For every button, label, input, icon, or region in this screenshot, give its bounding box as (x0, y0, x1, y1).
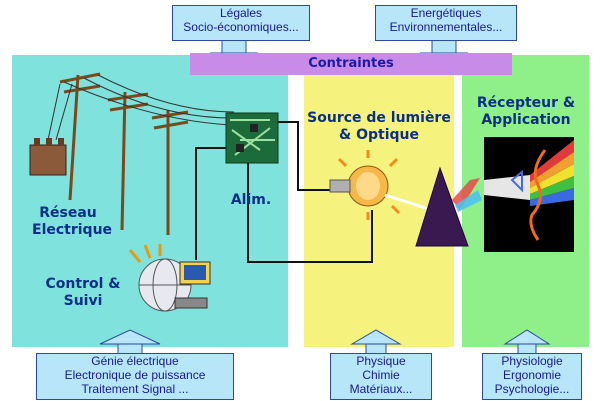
constraint-legal-line2: Socio-économiques... (183, 20, 299, 34)
receiver-label-line1: Récepteur & (476, 95, 576, 111)
constraint-energy-line1: Energétiques (410, 6, 482, 20)
discipline-physiology-line2: Ergonomie (502, 368, 562, 382)
receiver-label: Récepteur & Application (466, 95, 586, 129)
arrow-up-right (503, 329, 551, 355)
discipline-electrical-line3: Traitement Signal ... (81, 382, 189, 396)
light-bulb-icon (329, 150, 401, 220)
connection-wires (195, 121, 373, 263)
light-source-label-line2: & Optique (339, 127, 419, 143)
constraints-bar: Contraintes (190, 53, 512, 75)
prism-icon (384, 166, 482, 247)
receiver-label-line2: Application (481, 112, 571, 128)
constraint-box-energy: Energétiques Environnementales... (375, 5, 517, 41)
discipline-box-physiology: Physiologie Ergonomie Psychologie... (482, 353, 582, 400)
power-grid-label: Réseau Electrique (32, 205, 113, 239)
discipline-box-electrical: Génie électrique Electronique de puissan… (36, 353, 234, 400)
control-label: Control & Suivi (38, 276, 128, 310)
discipline-physiology-line1: Physiologie (501, 354, 563, 368)
light-source-label: Source de lumière & Optique (302, 110, 456, 144)
circuit-board-icon (225, 112, 279, 164)
constraint-energy-line2: Environnementales... (389, 20, 503, 34)
alim-label: Alim. (230, 192, 272, 208)
control-label-line1: Control & (45, 276, 121, 292)
eye-spectrum-icon (484, 137, 574, 252)
light-source-label-line1: Source de lumière (307, 110, 451, 126)
control-label-line2: Suivi (63, 293, 103, 309)
computer-globe-icon (128, 244, 211, 312)
discipline-physiology-line3: Psychologie... (494, 382, 570, 396)
discipline-box-physics: Physique Chimie Matériaux... (330, 353, 432, 400)
constraint-legal-line1: Légales (219, 6, 263, 20)
power-grid-label-line1: Réseau (39, 205, 97, 221)
discipline-electrical-line2: Electronique de puissance (64, 368, 206, 382)
power-grid-label-line2: Electrique (32, 222, 113, 238)
discipline-physics-line2: Chimie (362, 368, 400, 382)
discipline-electrical-line1: Génie électrique (91, 354, 179, 368)
constraint-box-legal: Légales Socio-économiques... (172, 5, 310, 41)
power-poles-icon (47, 72, 235, 235)
discipline-physics-line1: Physique (356, 354, 406, 368)
transformer-icon (29, 138, 67, 176)
discipline-physics-line3: Matériaux... (349, 382, 413, 396)
arrow-up-middle (350, 329, 402, 355)
arrow-up-left (99, 329, 161, 355)
